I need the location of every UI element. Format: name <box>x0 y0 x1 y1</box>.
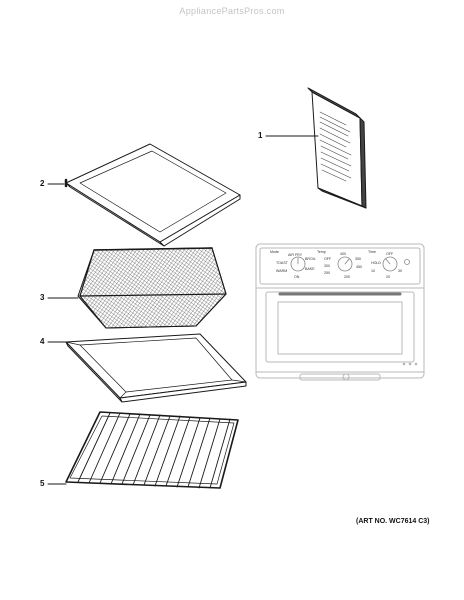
dial-label: WARM <box>276 269 287 273</box>
owners-manual <box>307 87 367 209</box>
dial-label: OFF <box>324 257 332 261</box>
toaster-oven-reference <box>255 243 425 381</box>
dial-label: 450 <box>356 265 362 269</box>
crumb-tray <box>64 143 241 247</box>
dial-heading-mode: Mode <box>270 250 279 254</box>
watermark-text: AppliancePartsPros.com <box>179 6 285 16</box>
dial-label: AIR FRY <box>288 253 303 257</box>
dial-label: 250 <box>324 271 330 275</box>
dial-label: 200 <box>344 275 350 279</box>
air-fry-basket <box>77 247 227 329</box>
dial-heading-time: Time <box>368 250 376 254</box>
callout-2: 2 <box>40 179 45 188</box>
oven-rack <box>65 411 239 489</box>
dial-heading-temp: Temp <box>317 250 326 254</box>
dial-label: 20 <box>386 275 390 279</box>
dial-label: ON <box>294 275 300 279</box>
callout-1: 1 <box>258 131 263 140</box>
dial-label: 400 <box>340 252 346 256</box>
dial-label: 30 <box>398 269 402 273</box>
callout-4: 4 <box>40 337 45 346</box>
dial-label: TOAST <box>276 261 289 265</box>
dial-label: OFF <box>386 252 394 256</box>
oven-dial-panel-text: Mode Temp Time AIR FRY TOAST BROIL WARM … <box>270 250 402 279</box>
dial-label: 300 <box>324 264 330 268</box>
dial-label: BAKE <box>305 267 315 271</box>
art-number: (ART NO. WC7614 C3) <box>356 518 430 525</box>
dial-label: 10 <box>371 269 375 273</box>
baking-pan <box>65 333 247 403</box>
callout-5: 5 <box>40 479 45 488</box>
callout-3: 3 <box>40 293 45 302</box>
dial-label: BROIL <box>305 257 316 261</box>
dial-label: HOLD <box>371 261 381 265</box>
dial-label: 350 <box>355 257 361 261</box>
